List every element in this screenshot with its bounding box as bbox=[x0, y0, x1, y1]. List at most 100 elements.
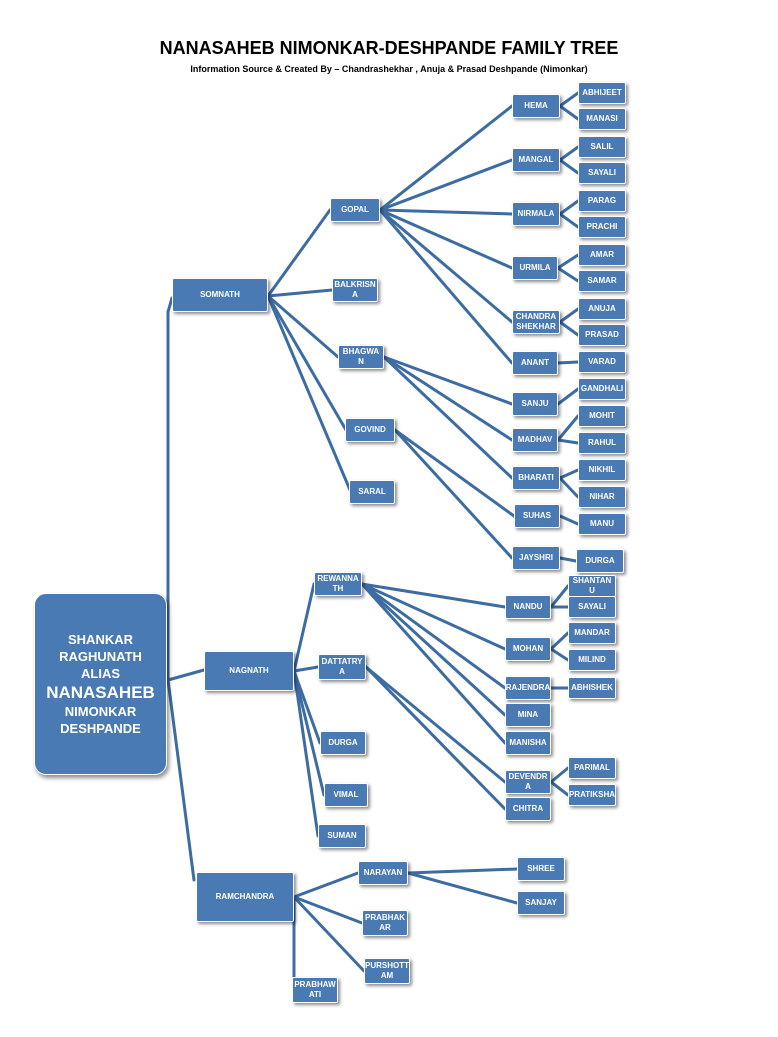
connector-dev-parimal bbox=[549, 766, 570, 784]
connector-rew-nandu bbox=[360, 582, 507, 609]
node-manisha[interactable]: MANISHA bbox=[505, 731, 551, 755]
node-milind[interactable]: MILIND bbox=[568, 649, 616, 671]
connector-somnath-gopal bbox=[266, 208, 332, 298]
connector-govind-suhas bbox=[393, 428, 516, 518]
connector-bhagwan-sanju bbox=[382, 355, 514, 406]
node-mandar[interactable]: MANDAR bbox=[568, 622, 616, 644]
node-parimal[interactable]: PARIMAL bbox=[568, 757, 616, 779]
node-devendra[interactable]: DEVENDR A bbox=[505, 770, 551, 794]
connector-nandu-shantanu bbox=[549, 584, 570, 609]
node-prabhawati[interactable]: PRABHAW ATI bbox=[292, 977, 338, 1003]
node-manasi[interactable]: MANASI bbox=[578, 108, 626, 130]
node-jayshri[interactable]: JAYSHRI bbox=[512, 546, 560, 570]
node-nihar[interactable]: NIHAR bbox=[578, 486, 626, 508]
node-purshottam[interactable]: PURSHOTT AM bbox=[364, 958, 410, 984]
node-rewannath[interactable]: REWANNA TH bbox=[314, 572, 362, 596]
node-nikhil[interactable]: NIKHIL bbox=[578, 459, 626, 481]
connector-mohan-mandar bbox=[549, 631, 570, 651]
node-govind[interactable]: GOVIND bbox=[345, 418, 395, 442]
connector-gopal-chandrashekhar bbox=[378, 208, 514, 324]
node-chandrashekhar[interactable]: CHANDRA SHEKHAR bbox=[512, 310, 560, 334]
node-bhagwan[interactable]: BHAGWA N bbox=[338, 345, 384, 369]
node-somnath[interactable]: SOMNATH bbox=[172, 278, 268, 312]
node-bharati[interactable]: BHARATI bbox=[512, 466, 560, 490]
node-nandu[interactable]: NANDU bbox=[505, 595, 551, 619]
node-shantanu[interactable]: SHANTAN U bbox=[568, 575, 616, 597]
node-rahul[interactable]: RAHUL bbox=[578, 432, 626, 454]
connector-nagnath-vimal bbox=[292, 669, 326, 797]
node-anant[interactable]: ANANT bbox=[512, 351, 558, 375]
node-rajendra[interactable]: RAJENDRA bbox=[505, 676, 551, 700]
node-narayan[interactable]: NARAYAN bbox=[358, 861, 408, 885]
connector-narayan-shree bbox=[406, 867, 519, 875]
node-mangal[interactable]: MANGAL bbox=[512, 148, 560, 172]
node-pratiksha[interactable]: PRATIKSHA bbox=[568, 784, 616, 806]
page-subtitle: Information Source & Created By – Chandr… bbox=[190, 64, 588, 74]
root-line-3: ALIAS bbox=[81, 666, 120, 681]
connector-somnath-balkrisna bbox=[266, 288, 334, 298]
node-abhijeet[interactable]: ABHIJEET bbox=[578, 82, 626, 104]
node-shree[interactable]: SHREE bbox=[517, 857, 565, 881]
connector-somnath-saral bbox=[266, 294, 352, 492]
connector-urmila-samar bbox=[556, 266, 580, 283]
node-balkrisna[interactable]: BALKRISN A bbox=[332, 278, 378, 302]
root-line-4: NANASAHEB bbox=[46, 683, 155, 702]
connector-urmila-amar bbox=[556, 253, 580, 270]
node-prachi[interactable]: PRACHI bbox=[578, 216, 626, 238]
connector-mohan-milind bbox=[549, 647, 570, 662]
node-gandhali[interactable]: GANDHALI bbox=[578, 378, 626, 400]
node-ramchandra[interactable]: RAMCHANDRA bbox=[196, 872, 294, 922]
node-gopal[interactable]: GOPAL bbox=[330, 198, 380, 222]
node-mina[interactable]: MINA bbox=[505, 703, 551, 727]
connector-mangal-sayali bbox=[558, 158, 580, 175]
connector-gopal-mangal bbox=[378, 158, 514, 212]
connector-root-nagnath bbox=[166, 668, 206, 682]
connector-nirmala-prachi bbox=[558, 212, 580, 229]
node-samar[interactable]: SAMAR bbox=[578, 270, 626, 292]
connector-gopal-urmila bbox=[378, 208, 514, 270]
node-urmila[interactable]: URMILA bbox=[512, 256, 558, 280]
node-prasad[interactable]: PRASAD bbox=[578, 324, 626, 346]
node-dattatrya[interactable]: DATTATRY A bbox=[318, 654, 366, 680]
connector-nirmala-parag bbox=[558, 199, 580, 216]
node-nirmala[interactable]: NIRMALA bbox=[512, 202, 560, 226]
node-salil[interactable]: SALIL bbox=[578, 136, 626, 158]
node-nagnath[interactable]: NAGNATH bbox=[204, 651, 294, 691]
node-durga-2[interactable]: DURGA bbox=[320, 731, 366, 755]
root-line-1: SHANKAR bbox=[68, 632, 133, 647]
node-madhav[interactable]: MADHAV bbox=[512, 428, 558, 452]
node-mohit[interactable]: MOHIT bbox=[578, 405, 626, 427]
connector-narayan-sanjay bbox=[406, 871, 519, 905]
connector-rew-mohan bbox=[360, 582, 507, 651]
node-parag[interactable]: PARAG bbox=[578, 190, 626, 212]
connector-govind-jayshri bbox=[393, 428, 514, 560]
connector-madhav-mohit bbox=[556, 414, 580, 442]
connector-somnath-bhagwan bbox=[266, 294, 340, 359]
root-node-nanasaheb[interactable]: SHANKAR RAGHUNATH ALIAS NANASAHEB NIMONK… bbox=[34, 593, 167, 775]
connector-ram-prabhakar bbox=[292, 895, 364, 925]
connector-suhas-manu bbox=[558, 514, 580, 526]
node-prabhakar[interactable]: PRABHAK AR bbox=[362, 910, 408, 936]
node-vimal[interactable]: VIMAL bbox=[324, 783, 368, 807]
node-saral[interactable]: SARAL bbox=[349, 480, 395, 504]
node-manu[interactable]: MANU bbox=[578, 513, 626, 535]
node-hema[interactable]: HEMA bbox=[512, 94, 560, 118]
node-sayali-1[interactable]: SAYALI bbox=[578, 162, 626, 184]
node-varad[interactable]: VARAD bbox=[578, 351, 626, 373]
node-suhas[interactable]: SUHAS bbox=[514, 504, 560, 528]
node-anuja[interactable]: ANUJA bbox=[578, 298, 626, 320]
node-sanjay[interactable]: SANJAY bbox=[517, 891, 565, 915]
node-chitra[interactable]: CHITRA bbox=[505, 797, 551, 821]
node-amar[interactable]: AMAR bbox=[578, 244, 626, 266]
node-durga-1[interactable]: DURGA bbox=[576, 549, 624, 573]
node-sayali-2[interactable]: SAYALI bbox=[568, 596, 616, 618]
connector-bhagwan-madhav bbox=[382, 355, 514, 442]
node-abhishek[interactable]: ABHISHEK bbox=[568, 677, 616, 699]
node-mohan[interactable]: MOHAN bbox=[505, 637, 551, 661]
root-line-2: RAGHUNATH bbox=[59, 649, 142, 664]
connector-bharati-nihar bbox=[558, 476, 580, 499]
connector-madhav-rahul bbox=[556, 438, 580, 445]
node-sanju[interactable]: SANJU bbox=[512, 392, 558, 416]
node-suman[interactable]: SUMAN bbox=[318, 824, 366, 848]
